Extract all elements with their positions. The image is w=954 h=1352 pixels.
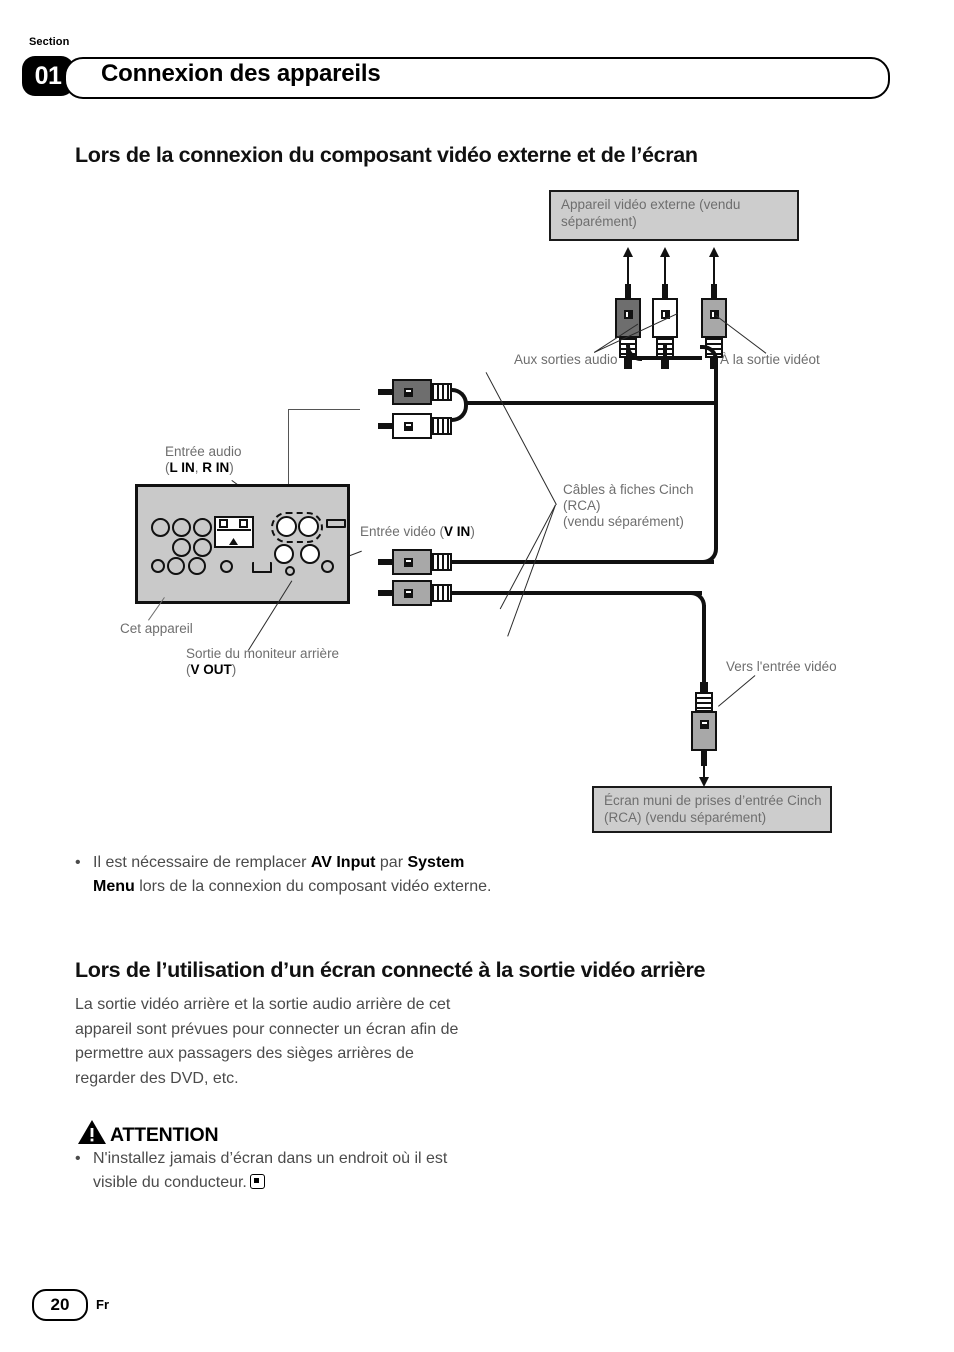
heading-rear-video-output: Lors de l’utilisation d’un écran connect…: [75, 958, 706, 982]
slot-bottom-left: [252, 562, 272, 573]
cable-audio-riser-corner: [700, 345, 718, 363]
bullet-marker: •: [75, 854, 81, 871]
jack-3: [193, 518, 212, 537]
label-audio-input-sub: (L IN, R IN): [165, 460, 234, 475]
cable-y-lower-curve: [450, 404, 468, 422]
cable-y-upper-curve: [450, 388, 468, 404]
label-this-unit: Cet appareil: [120, 621, 193, 636]
monitor-box: [592, 786, 832, 833]
cable-video-top-corner: [700, 546, 718, 564]
multipin-connector: [214, 516, 254, 548]
cable-video-downrun: [702, 605, 707, 687]
arrow-stem-audio-r: [664, 254, 666, 286]
label-rca-cables-line2: (RCA): [563, 498, 601, 513]
audio-input-arrow-v: [288, 409, 290, 522]
cable-audio-left-curve: [626, 345, 642, 361]
note-bold-av-input: AV Input: [310, 854, 376, 871]
warning-bullet-marker: •: [75, 1150, 81, 1167]
warning-header: ATTENTION: [77, 1119, 219, 1146]
note-bold-system-menu: System Menu: [93, 854, 465, 895]
label-video-input: Entrée vidéo (V IN): [360, 524, 475, 539]
note-bullet-text: Il est nécessaire de remplacer AV Input …: [93, 851, 495, 899]
label-rear-monitor-output: Sortie du moniteur arrière: [186, 646, 340, 661]
arrow-stem-audio-l: [627, 254, 629, 286]
cable-video-top-run: [450, 560, 714, 565]
jack-4: [172, 538, 191, 557]
jack-right-small: [321, 560, 334, 573]
jack-r-in: [298, 516, 319, 537]
jack-9: [220, 560, 233, 573]
note-bullet-av-input: • Il est nécessaire de remplacer AV Inpu…: [75, 851, 495, 899]
arrow-stem-monitor: [703, 756, 705, 780]
leader-rca-cable-audio: [485, 372, 557, 505]
warning-title: ATTENTION: [110, 1124, 219, 1146]
label-audio-outputs: Aux sorties audio: [514, 352, 618, 367]
chapter-title: Connexion des appareils: [101, 60, 381, 87]
cable-video-riser: [714, 357, 719, 549]
external-video-device-label: Appareil vidéo externe (vendu séparément…: [561, 197, 741, 229]
warning-text: N'installez jamais d’écran dans un endro…: [93, 1150, 448, 1191]
cable-video-bottom-corner: [688, 591, 706, 609]
jack-2: [172, 518, 191, 537]
note-mid: par: [375, 854, 408, 871]
chapter-title-pill: [64, 57, 890, 99]
leader-rca-cable-video2: [507, 504, 556, 637]
label-rca-cables-line3: (vendu séparément): [563, 514, 684, 529]
cable-audio-left-leg: [626, 350, 631, 362]
cable-audio-right-leg: [663, 345, 668, 359]
jack-v-in: [300, 544, 320, 564]
page-number-badge: 20: [32, 1289, 88, 1321]
jack-5: [193, 538, 212, 557]
leader-to-video-input: [718, 675, 756, 707]
monitor-box-label: Écran muni de prises d’entrée Cinch (RCA…: [604, 793, 822, 825]
note-post: lors de la connexion du composant vidéo …: [134, 878, 492, 895]
external-video-device-box: [549, 190, 799, 241]
jack-l-in: [276, 516, 297, 537]
cable-video-bottom-run: [450, 591, 702, 596]
arrow-head-monitor: [698, 777, 709, 787]
arrow-head-video: [708, 247, 719, 257]
arrow-head-audio-l: [622, 247, 633, 257]
arrow-head-audio-r: [659, 247, 670, 257]
jack-6: [151, 559, 165, 573]
audio-input-arrow-h: [288, 409, 360, 411]
section-label: Section: [29, 36, 70, 48]
page-language-code: Fr: [96, 1297, 109, 1312]
audio-input-highlight-ring: [271, 512, 323, 543]
warning-triangle-icon: [77, 1119, 107, 1145]
jack-7: [167, 557, 185, 575]
label-video-output: À la sortie vidéot: [720, 352, 820, 367]
label-rear-monitor-output-sub: (V OUT): [186, 662, 237, 677]
warning-bullet-text: N'installez jamais d’écran dans un endro…: [93, 1147, 475, 1195]
slot-top-right: [326, 519, 346, 528]
jack-v-out: [274, 544, 294, 564]
label-rca-cables-line1: Câbles à fiches Cinch: [563, 482, 694, 497]
label-to-video-input: Vers l'entrée vidéo: [726, 659, 837, 674]
heading-external-video: Lors de la connexion du composant vidéo …: [75, 143, 698, 167]
label-audio-input: Entrée audio: [165, 444, 242, 459]
warning-bullet: • N'installez jamais d’écran dans un end…: [75, 1147, 475, 1195]
note-pre: Il est nécessaire de remplacer: [93, 854, 311, 871]
jack-1: [151, 518, 170, 537]
jack-small-center: [285, 566, 295, 576]
arrow-stem-video: [713, 254, 715, 286]
rear-output-paragraph: La sortie vidéo arrière et la sortie aud…: [75, 996, 459, 1087]
end-of-section-marker: [249, 1174, 265, 1189]
head-unit-rear-panel: [135, 484, 350, 604]
jack-8: [188, 557, 206, 575]
cable-audio-main: [464, 401, 714, 406]
